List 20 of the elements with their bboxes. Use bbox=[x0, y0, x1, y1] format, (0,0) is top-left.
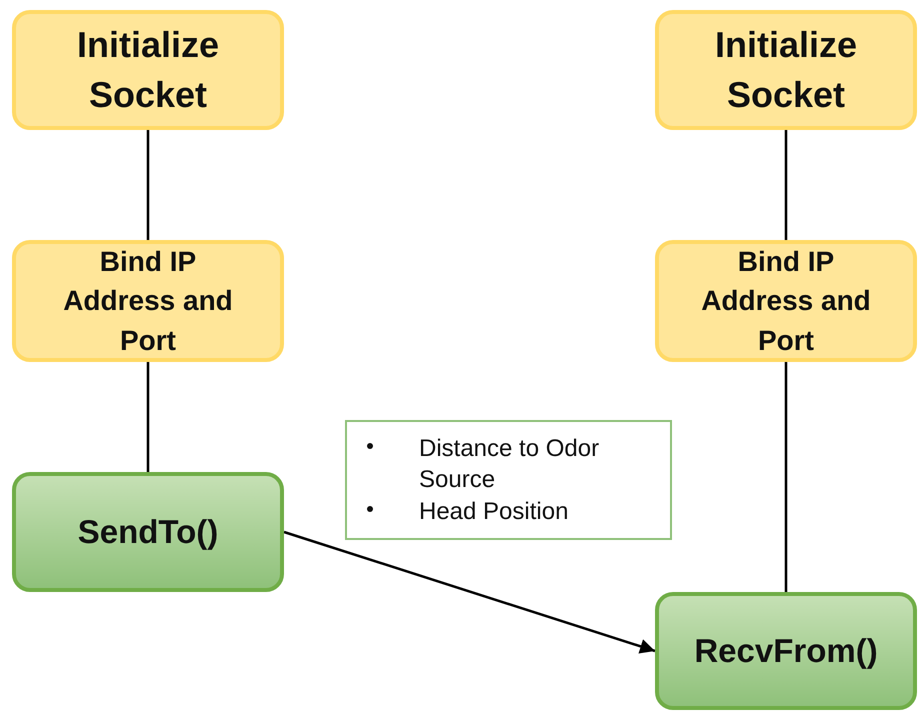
function-box bbox=[12, 472, 284, 592]
process-box bbox=[655, 10, 917, 130]
connector-line bbox=[146, 362, 150, 472]
arrow bbox=[284, 530, 656, 654]
node-label: Initialize Socket bbox=[76, 22, 220, 117]
node-label: SendTo() bbox=[78, 513, 218, 551]
node-label: Initialize Socket bbox=[714, 22, 858, 117]
connector-line bbox=[146, 130, 150, 240]
node-label: Bind IP Address and Port bbox=[700, 245, 872, 358]
node-label: Bind IP Address and Port bbox=[62, 245, 234, 358]
function-box bbox=[655, 592, 917, 710]
bullet-text: Head Position bbox=[419, 496, 568, 527]
connector-line bbox=[784, 130, 788, 240]
process-box bbox=[12, 240, 284, 362]
node-label: RecvFrom() bbox=[694, 632, 878, 670]
connector-line bbox=[784, 362, 788, 592]
note-box bbox=[345, 420, 672, 540]
bullet-text: Distance to Odor Source bbox=[419, 434, 600, 496]
process-box bbox=[655, 240, 917, 362]
process-box bbox=[12, 10, 284, 130]
